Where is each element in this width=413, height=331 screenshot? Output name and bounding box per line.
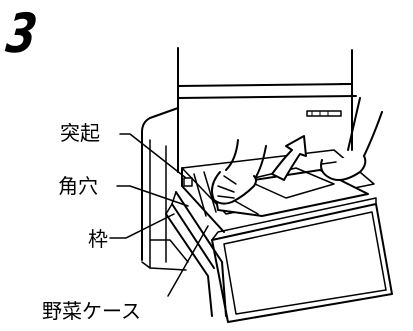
label-vegetable-case: 野菜ケース — [42, 299, 141, 323]
right-hand — [320, 97, 383, 181]
label-frame: 枠 — [88, 227, 108, 251]
left-hand — [211, 139, 267, 205]
label-protrusion: 突起 — [60, 121, 100, 145]
lift-arrow-icon — [271, 135, 307, 181]
leader-lines — [109, 133, 209, 297]
drawer-frame — [165, 191, 227, 317]
fridge-cabinet — [141, 47, 357, 271]
label-square-hole: 角穴 — [58, 174, 98, 198]
vegetable-case-front — [211, 197, 393, 323]
